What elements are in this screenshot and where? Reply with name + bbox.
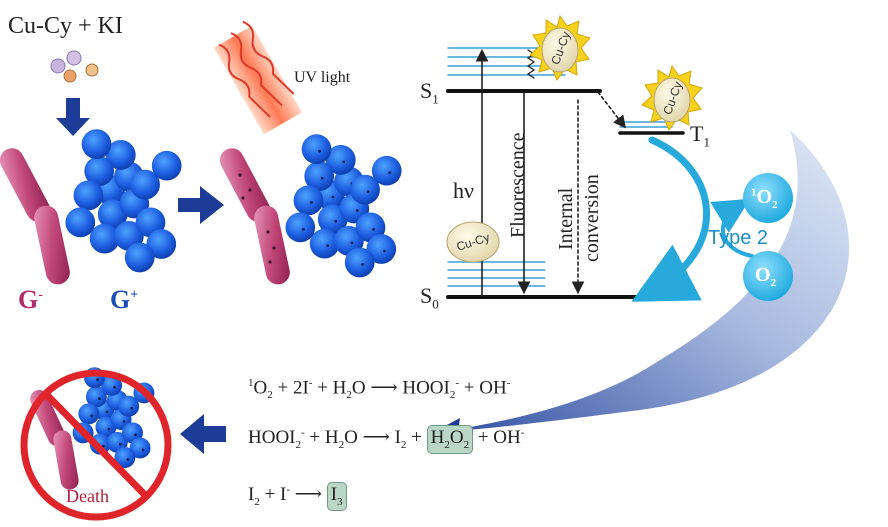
- coccus-dot: [113, 385, 116, 389]
- gram-positive-label: G+: [110, 285, 139, 314]
- coccus-cell: [65, 207, 96, 238]
- coccus-dot: [98, 397, 101, 401]
- ion-cluster-icon: [50, 50, 99, 83]
- coccus-dot: [331, 195, 335, 199]
- coccus-dot: [96, 378, 99, 382]
- oxygen-label: O2: [755, 264, 777, 289]
- coccus-cell: [81, 129, 112, 159]
- cu-cy-ground-badge-icon: [446, 221, 500, 263]
- singlet-oxygen-icon: [743, 173, 793, 223]
- coccus-dot: [388, 171, 392, 175]
- internal-label: Internal: [555, 187, 577, 250]
- hydrogen-peroxide-highlight: H2O2: [426, 425, 474, 454]
- down-arrow-icon: [56, 98, 90, 136]
- coccus-dot: [382, 249, 386, 253]
- coccus-dot: [134, 433, 137, 437]
- coccus-cell: [130, 169, 160, 200]
- coccus-dot: [126, 458, 130, 461]
- coccus-cell: [84, 156, 115, 186]
- coccus-dot: [105, 410, 109, 414]
- coccus-dot: [326, 244, 329, 248]
- coccus-cell: [124, 242, 155, 273]
- s1-label: S1: [420, 78, 439, 107]
- coccus-dot: [366, 190, 370, 194]
- triiodide-highlight: I3: [326, 482, 347, 511]
- coccus-cell: [118, 395, 140, 417]
- uv-light-label: UV light: [294, 69, 351, 86]
- oxygen-molecule-icon: [743, 251, 793, 301]
- coccus-cell: [325, 145, 356, 175]
- coccus-dot: [372, 228, 375, 231]
- gram-negative-label: G-: [18, 285, 43, 314]
- conversion-label: conversion: [581, 174, 603, 262]
- title: Cu-Cy + KI: [8, 13, 123, 39]
- coccus-dot: [301, 228, 305, 231]
- coccus-dot: [334, 219, 338, 223]
- coccus-dot: [130, 406, 134, 410]
- gram-positive-bacteria-icon: [65, 129, 182, 273]
- s0-label: S0: [420, 283, 439, 312]
- singlet-oxygen-label: 1O2: [751, 186, 778, 211]
- coccus-dot: [320, 176, 324, 180]
- coccus-dot: [361, 263, 365, 266]
- left-arrow-icon: [180, 414, 226, 454]
- death-label: Death: [66, 486, 109, 506]
- coccus-cell: [78, 403, 100, 425]
- gram-negative-bacteria-icon: [0, 148, 70, 285]
- coccus-cell: [309, 228, 340, 259]
- intersystem-crossing-arrow: [597, 91, 626, 129]
- coccus-cell: [85, 386, 107, 408]
- coccus-cell: [366, 234, 397, 264]
- coccus-cell: [129, 437, 151, 459]
- coccus-dot: [122, 420, 126, 423]
- coccus-cell: [350, 174, 380, 205]
- right-arrow-icon: [178, 186, 224, 224]
- coccus-dot: [107, 427, 111, 431]
- coccus-cell: [371, 155, 402, 186]
- coccus-cell: [344, 247, 375, 278]
- coccus-dot: [310, 201, 313, 204]
- hv-label: hν: [453, 178, 474, 203]
- coccus-dot: [118, 442, 122, 446]
- gram-positive-bacteria-treated-icon: [285, 134, 402, 278]
- flow-swoosh: [440, 130, 850, 432]
- t1-label: T1: [690, 121, 710, 150]
- coccus-cell: [101, 374, 123, 396]
- coccus-dot: [355, 209, 359, 212]
- death-no-symbol-icon: [20, 367, 172, 521]
- coccus-cell: [293, 185, 324, 216]
- oxygen-cycle-arrow: [710, 198, 754, 258]
- coccus-cell: [105, 140, 136, 170]
- coccus-dot: [90, 414, 94, 418]
- coccus-cell: [301, 134, 332, 164]
- coccus-cell: [73, 180, 104, 211]
- equation-1: 1O2 + 2I- + H2O ⟶ HOOI2- + OH-: [248, 377, 511, 402]
- coccus-dot: [141, 448, 145, 452]
- coccus-cell: [146, 229, 177, 259]
- coccus-cell: [304, 161, 335, 191]
- cu-cy-star-badge-icon: [641, 64, 703, 132]
- coccus-cell: [114, 447, 136, 468]
- jablonski-diagram: [446, 47, 754, 302]
- coccus-dot: [350, 241, 354, 245]
- equation-2: HOOI2- + H2O ⟶ I2 + H2O2 + OH-: [248, 425, 524, 454]
- coccus-cell: [151, 150, 182, 181]
- coccus-dot: [318, 149, 321, 153]
- coccus-cell: [89, 223, 120, 254]
- type-2-label: Type 2: [708, 227, 769, 249]
- coccus-cell: [285, 212, 316, 243]
- coccus-dot: [342, 160, 346, 164]
- energy-transfer-arrow: [631, 136, 710, 302]
- gram-negative-bacteria-treated-icon: [219, 148, 290, 285]
- uv-light-icon: [213, 20, 303, 135]
- fluorescence-label: Fluorescence: [507, 132, 529, 238]
- cu-cy-star-badge-icon: [529, 14, 591, 82]
- equation-3: I2 + I- ⟶ I3: [248, 482, 347, 511]
